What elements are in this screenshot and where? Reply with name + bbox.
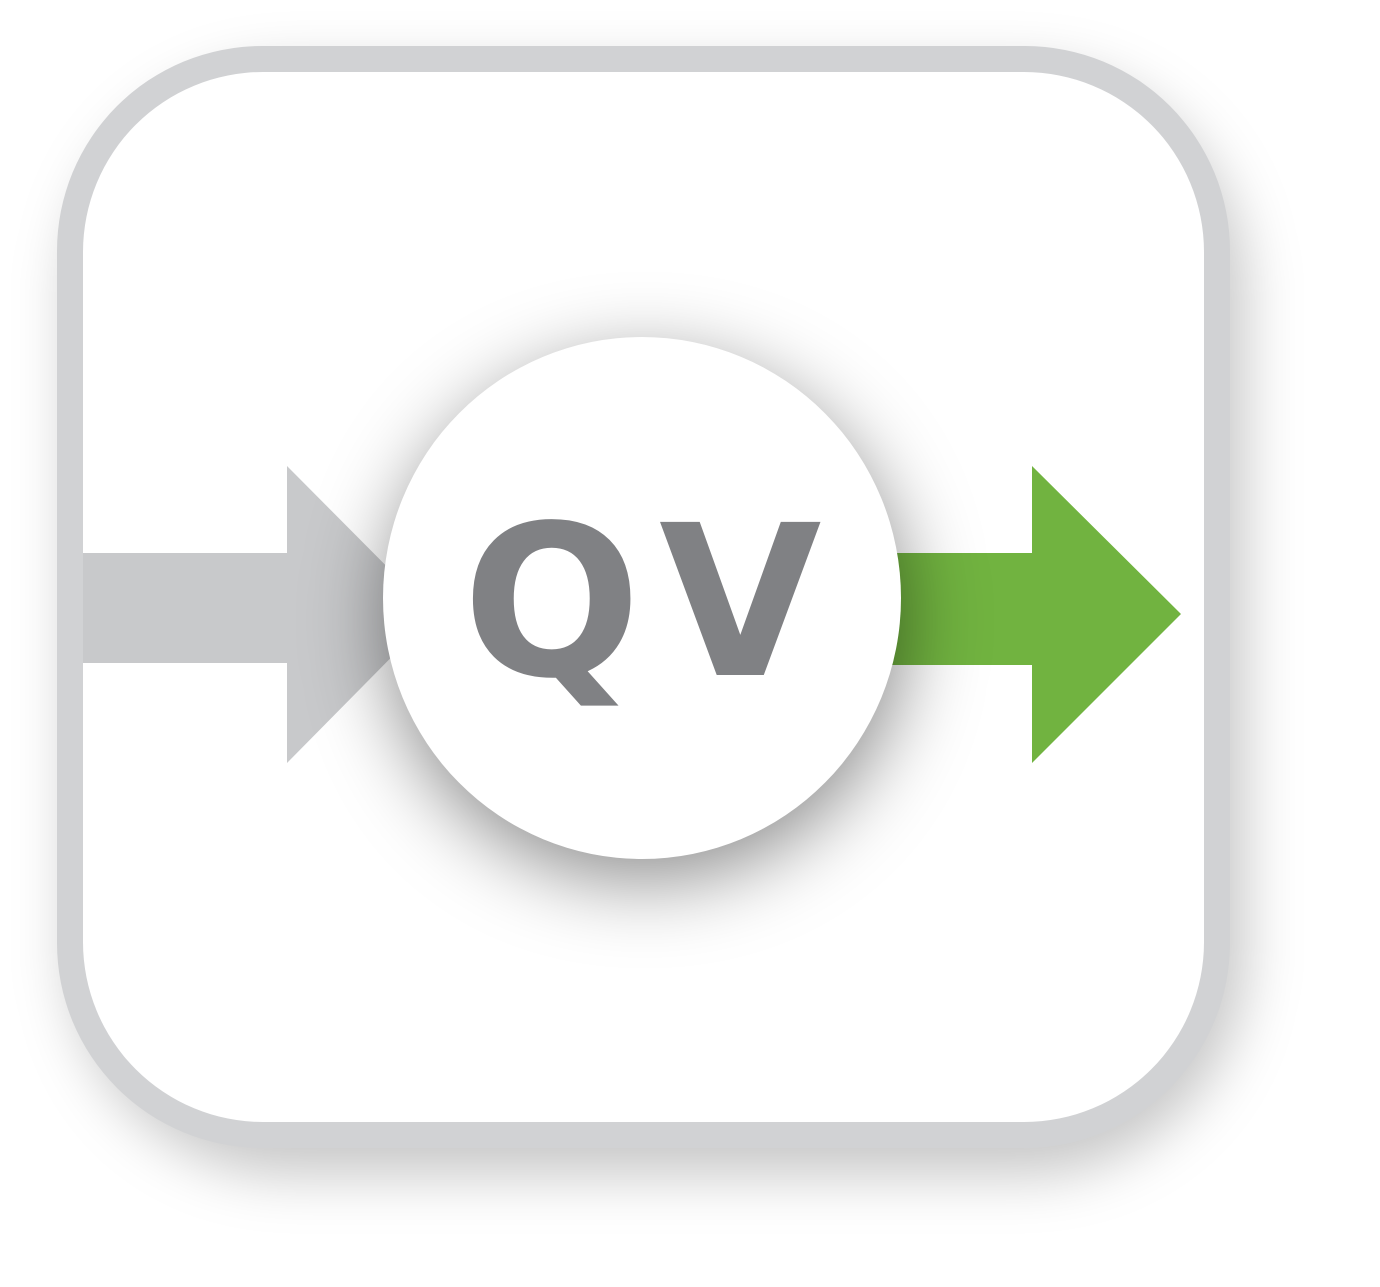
logo-circle: QV xyxy=(383,337,901,859)
input-arrow-icon xyxy=(83,466,434,763)
logo-text: QV xyxy=(462,480,840,725)
output-arrow-icon xyxy=(880,466,1181,763)
